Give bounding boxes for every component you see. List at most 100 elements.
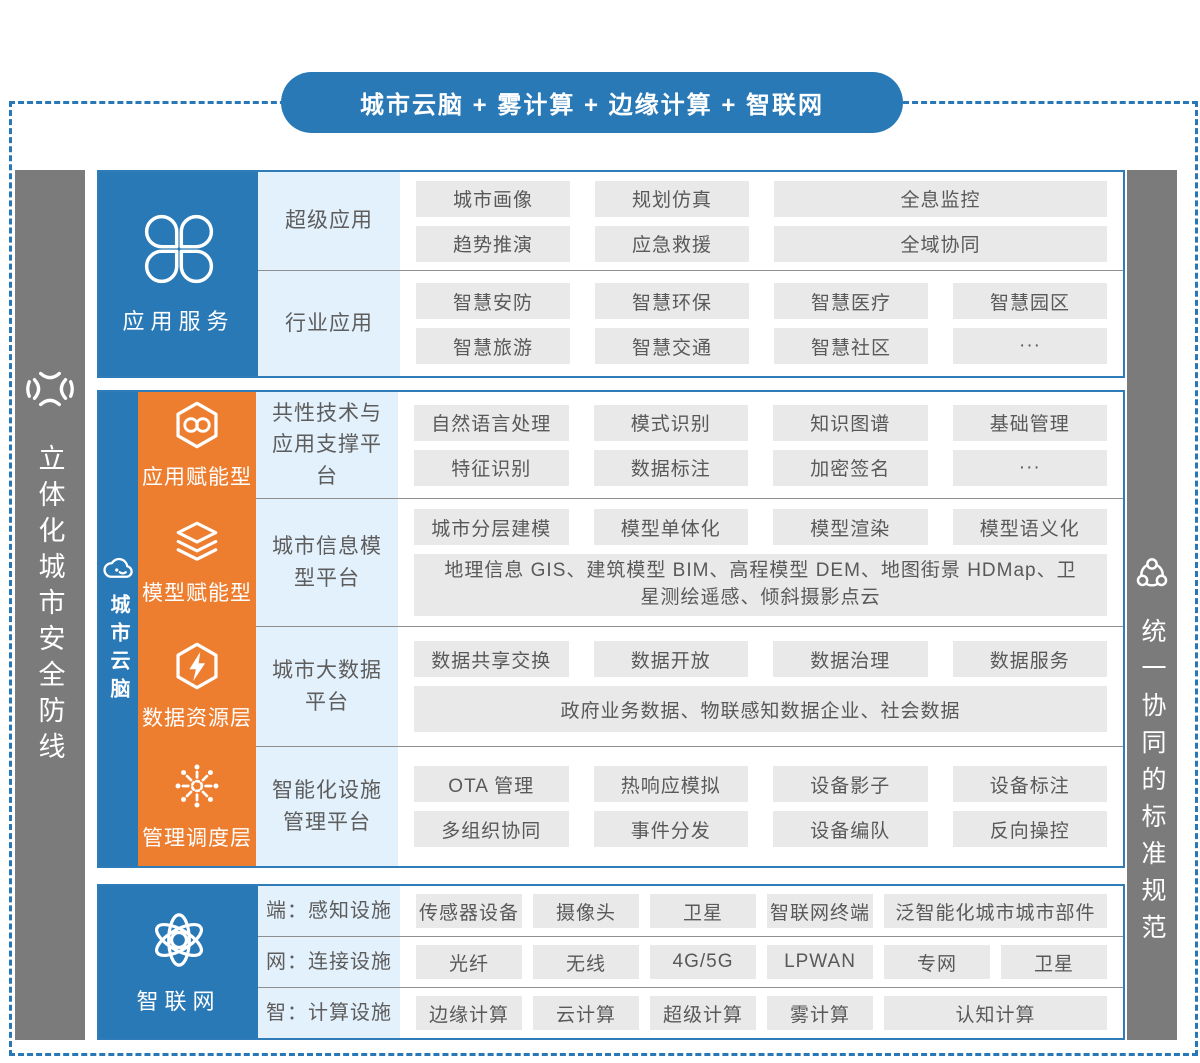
chip: 专网 [884, 945, 990, 979]
section-city-brain: 城市云脑 应用赋能型 共性技术与应用支撑平台 自然语言处理 模式识别 知识图谱 … [97, 390, 1125, 868]
app-services-block: 应用服务 [99, 172, 258, 376]
chip: 基础管理 [952, 404, 1107, 441]
standard-nodes-icon [1129, 550, 1175, 596]
chip: 城市分层建模 [414, 509, 569, 545]
chip: 无线 [533, 945, 639, 979]
chip: 超级计算 [650, 996, 756, 1030]
banner-label: 城市云脑 + 雾计算 + 边缘计算 + 智联网 [359, 92, 825, 119]
chip: 智慧环保 [595, 283, 749, 319]
right-bar-label: 统一协同的标准规范 [1138, 618, 1166, 951]
chip: 数据开放 [593, 641, 748, 677]
chip: 4G/5G [650, 945, 756, 979]
row-label-industry-apps: 行业应用 [258, 270, 400, 376]
chip: 加密签名 [773, 449, 928, 486]
layer-app-enable: 应用赋能型 [138, 392, 256, 498]
iot-block: 智联网 [99, 886, 258, 1038]
platform-label-big-data: 城市大数据平台 [256, 626, 398, 746]
row-label-connect: 网：连接设施 [258, 936, 400, 987]
chip: 设备标注 [952, 766, 1107, 802]
chip: 模型渲染 [773, 509, 928, 545]
chip: 数据治理 [773, 641, 928, 677]
banner-pill: 城市云脑 + 雾计算 + 边缘计算 + 智联网 [281, 72, 903, 133]
layer-data-resource: 数据资源层 [138, 626, 256, 746]
chip: 云计算 [533, 996, 639, 1030]
chip: 数据标注 [593, 449, 748, 486]
chip: 光纤 [416, 945, 522, 979]
left-bar-label: 立体化城市安全防线 [34, 444, 65, 768]
chip: 热响应模拟 [593, 766, 748, 802]
super-apps-chips: 城市画像 规划仿真 全息监控 趋势推演 应急救援 全域协同 [400, 172, 1123, 270]
iot-title: 智联网 [136, 989, 221, 1014]
big-data-chips: 数据共享交换 数据开放 数据治理 数据服务 政府业务数据、物联感知数据企业、社会… [398, 626, 1123, 746]
chip: LPWAN [767, 945, 873, 979]
app-services-title: 应用服务 [122, 309, 235, 334]
city-model-chips: 城市分层建模 模型单体化 模型渲染 模型语义化 地理信息 GIS、建筑模型 BI… [398, 498, 1123, 626]
security-burst-icon [21, 360, 79, 418]
layer-label: 应用赋能型 [142, 466, 252, 489]
chip: 模型单体化 [593, 509, 748, 545]
layer-label: 管理调度层 [142, 827, 252, 850]
chip: 特征识别 [414, 449, 569, 486]
chip: 反向操控 [952, 811, 1107, 847]
chip: 事件分发 [593, 811, 748, 847]
row-label-compute: 智：计算设施 [258, 987, 400, 1038]
chip: 智慧安防 [416, 283, 570, 319]
cloud-icon [101, 552, 137, 582]
facility-mgmt-chips: OTA 管理 热响应模拟 设备影子 设备标注 多组织协同 事件分发 设备编队 反… [398, 746, 1123, 866]
layer-label: 模型赋能型 [142, 582, 252, 605]
chip: 数据共享交换 [414, 641, 569, 677]
layer-manage-dispatch: 管理调度层 [138, 746, 256, 866]
compute-chips: 边缘计算 云计算 超级计算 雾计算 认知计算 [400, 987, 1123, 1038]
chip: 多组织协同 [414, 811, 569, 847]
chip: 卫星 [1001, 945, 1107, 979]
row-label-super-apps: 超级应用 [258, 172, 400, 270]
chip: 模式识别 [593, 404, 748, 441]
chip: 智慧社区 [774, 328, 928, 364]
chip: 智慧医疗 [774, 283, 928, 319]
chip: 趋势推演 [416, 225, 570, 262]
chip: 数据服务 [952, 641, 1107, 677]
chip: 智联网终端 [767, 894, 873, 928]
chip: 雾计算 [767, 996, 873, 1030]
chip: 规划仿真 [595, 180, 749, 217]
chip: ··· [953, 328, 1107, 364]
chip: 设备影子 [773, 766, 928, 802]
chip: 智慧交通 [595, 328, 749, 364]
chip: 认知计算 [884, 996, 1107, 1030]
chip: 自然语言处理 [414, 404, 569, 441]
link-hexagon-icon [171, 399, 223, 451]
chip: 智慧旅游 [416, 328, 570, 364]
chip: 模型语义化 [952, 509, 1107, 545]
chip: 智慧园区 [953, 283, 1107, 319]
city-brain-title: 城市云脑 [107, 594, 129, 706]
platform-label-facility-mgmt: 智能化设施管理平台 [256, 746, 398, 866]
chip: 泛智能化城市城市部件 [884, 894, 1107, 928]
industry-apps-chips: 智慧安防 智慧环保 智慧医疗 智慧园区 智慧旅游 智慧交通 智慧社区 ··· [400, 270, 1123, 376]
chip: 政府业务数据、物联感知数据企业、社会数据 [414, 686, 1107, 732]
section-app-services: 应用服务 超级应用 城市画像 规划仿真 全息监控 趋势推演 应急救援 全域协同 … [97, 170, 1125, 378]
chip: 设备编队 [773, 811, 928, 847]
chip: 边缘计算 [416, 996, 522, 1030]
layer-model-enable: 模型赋能型 [138, 498, 256, 626]
connect-chips: 光纤 无线 4G/5G LPWAN 专网 卫星 [400, 936, 1123, 987]
layers-icon [170, 517, 224, 567]
chip: 知识图谱 [773, 404, 928, 441]
chip: 传感器设备 [416, 894, 522, 928]
left-bar: 立体化城市安全防线 [15, 170, 85, 1040]
chip: 摄像头 [533, 894, 639, 928]
chip: 城市画像 [416, 180, 570, 217]
platform-label-common-tech: 共性技术与应用支撑平台 [256, 392, 398, 498]
clover-icon [142, 212, 216, 286]
chip: 全息监控 [774, 180, 1107, 217]
chip: 地理信息 GIS、建筑模型 BIM、高程模型 DEM、地图街景 HDMap、卫星… [414, 554, 1107, 616]
atom-icon [147, 908, 211, 972]
layer-label: 数据资源层 [142, 707, 252, 730]
lightning-hexagon-icon [171, 640, 223, 692]
chip: 全域协同 [774, 225, 1107, 262]
chip: 应急救援 [595, 225, 749, 262]
row-label-sensing: 端：感知设施 [258, 886, 400, 936]
chip: 卫星 [650, 894, 756, 928]
chip: OTA 管理 [414, 766, 569, 802]
sensing-chips: 传感器设备 摄像头 卫星 智联网终端 泛智能化城市城市部件 [400, 886, 1123, 936]
